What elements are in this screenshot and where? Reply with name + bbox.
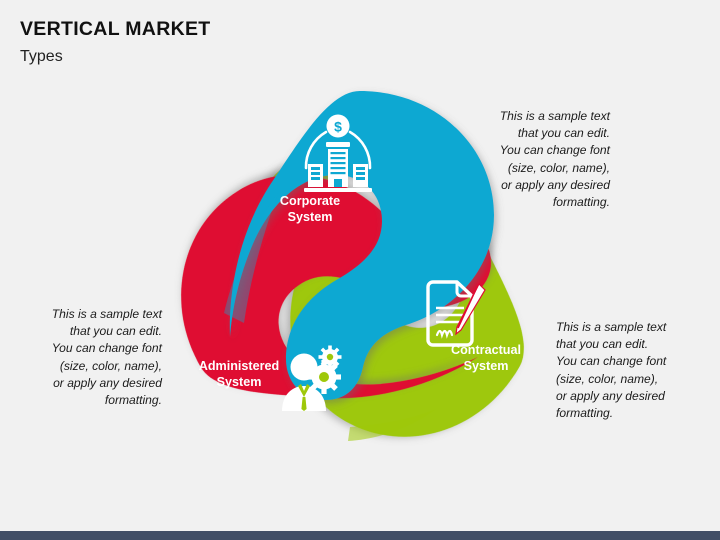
svg-text:$: $ (334, 119, 342, 135)
page-title: VERTICAL MARKET (20, 18, 211, 40)
petal-label-contractual-line2: System (463, 359, 509, 374)
petal-label-contractual-line1: Contractual (451, 343, 521, 357)
petal-label-contractual: Contractual System (430, 342, 542, 374)
petal-label-administered-line1: Administered (198, 359, 280, 373)
petal-label-corporate-line2: System (287, 210, 333, 225)
pinwheel-diagram: $ (150, 75, 570, 465)
callout-right[interactable]: This is a sample text that you can edit.… (556, 320, 667, 420)
page-subtitle: Types (20, 48, 63, 65)
footer-bar (0, 531, 720, 540)
callout-left[interactable]: This is a sample text that you can edit.… (51, 307, 162, 407)
callout-top-right[interactable]: This is a sample text that you can edit.… (499, 109, 610, 209)
petal-label-corporate-line1: Corporate (279, 194, 341, 208)
petal-label-corporate: Corporate System (255, 193, 365, 225)
petal-label-administered-line2: System (216, 375, 262, 390)
overlap-cyan-over-green (224, 193, 278, 323)
bank-building-dollar-icon: $ (304, 114, 372, 192)
contract-document-pen-icon (426, 280, 486, 347)
petal-label-administered: Administered System (180, 358, 298, 390)
person-gears-icon (282, 345, 342, 411)
overlap-green-over-red (348, 409, 436, 441)
